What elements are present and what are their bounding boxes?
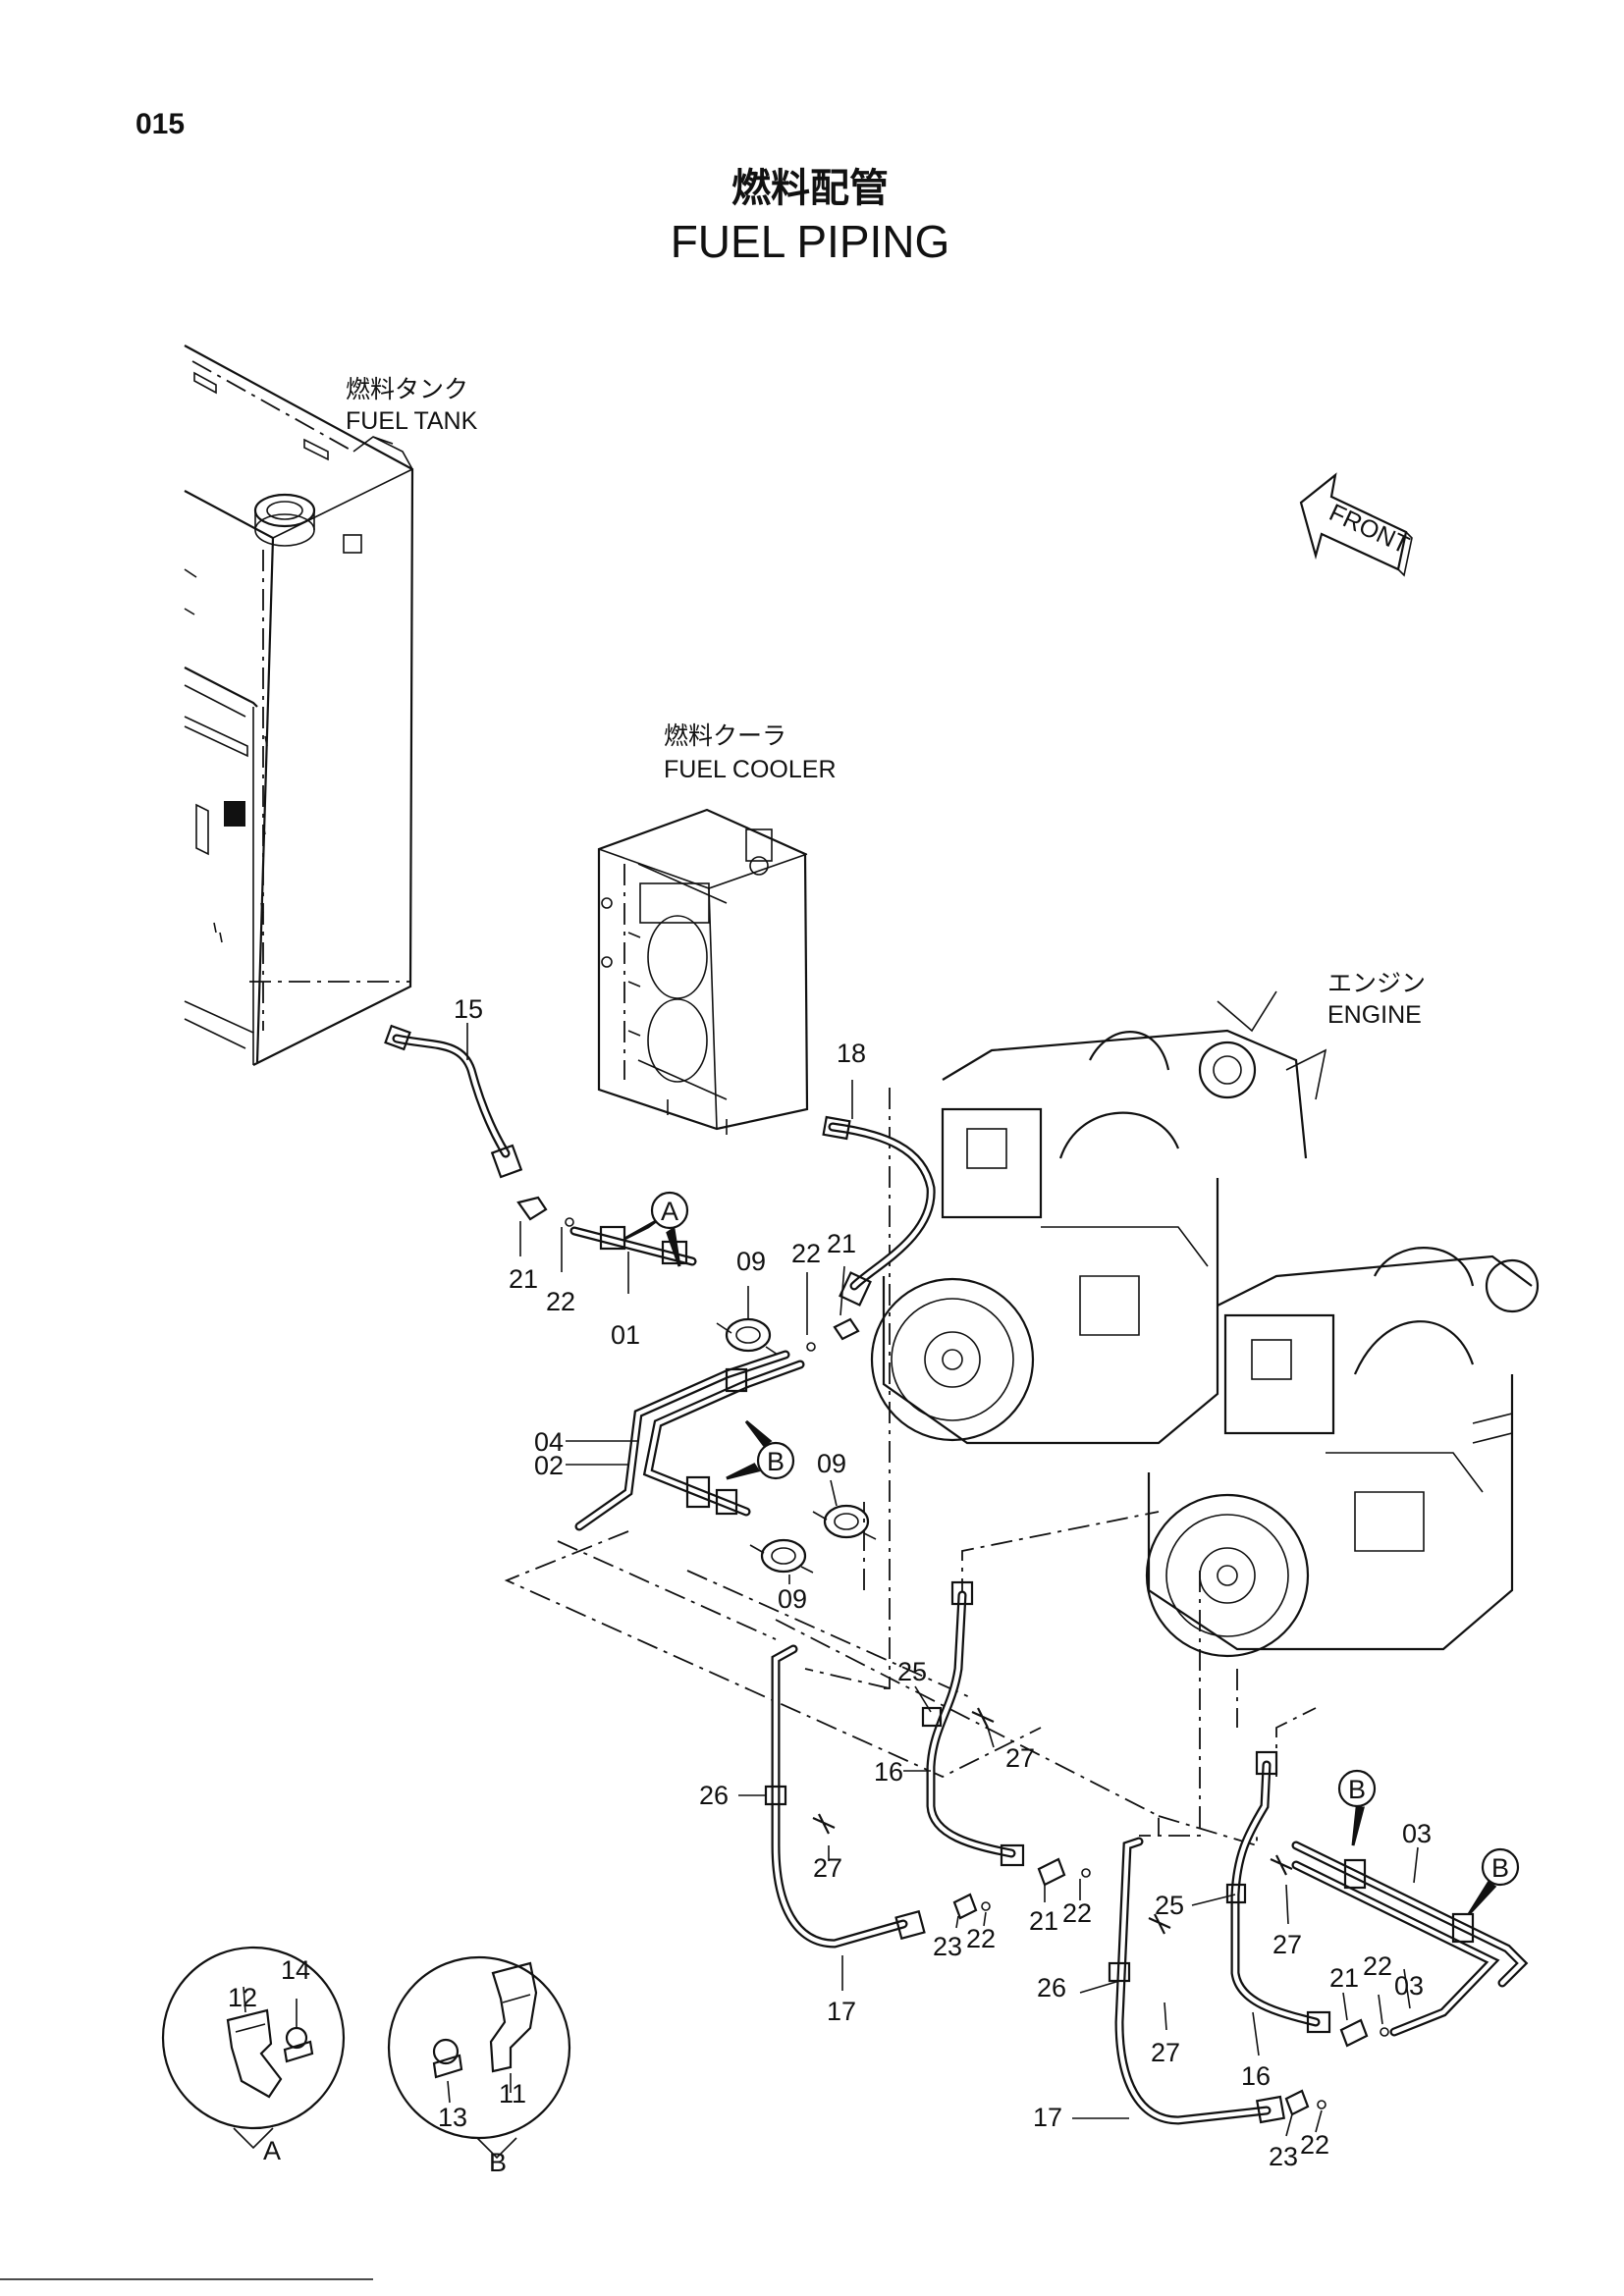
marker-b-right-2: B: [1467, 1847, 1520, 1916]
callout-26: 26: [1037, 1973, 1066, 2002]
callout-23: 23: [933, 1932, 962, 1961]
callout-27: 27: [1005, 1743, 1035, 1773]
clamps-09: [716, 1317, 877, 1574]
callout-22: 22: [791, 1239, 821, 1268]
fuel-tank-label-english: FUEL TANK: [346, 407, 478, 435]
callout-09: 09: [778, 1584, 807, 1614]
pipe-assembly-02-04: [574, 1350, 805, 1531]
detail-view-a: [161, 1946, 346, 2150]
fuel-tank-drawing: [184, 345, 414, 1066]
engine-label-japanese: エンジン: [1327, 970, 1426, 997]
fuel-cooler-drawing: [597, 808, 809, 1135]
callout-16: 16: [874, 1757, 903, 1787]
detail-a-label: A: [263, 2136, 281, 2165]
callout-25: 25: [897, 1657, 927, 1686]
callout-21: 21: [827, 1229, 856, 1258]
callout-22: 22: [966, 1924, 996, 1953]
callout-03: 03: [1394, 1971, 1424, 2001]
fuel-tank-label-japanese: 燃料タンク: [346, 376, 468, 403]
callout-23: 23: [1269, 2142, 1298, 2171]
title-japanese: 燃料配管: [731, 166, 889, 211]
leader-lines: [466, 1023, 1419, 2137]
svg-text:B: B: [1491, 1853, 1509, 1883]
callouts: 15 18 21 22 01 09 22 21 04 02 09 09 25 2…: [454, 994, 1432, 2171]
callout-01: 01: [611, 1320, 640, 1350]
callout-09: 09: [817, 1449, 846, 1478]
detail-b-callout-13: 13: [438, 2103, 467, 2132]
callout-09: 09: [736, 1247, 766, 1276]
marker-b-right-1: B: [1337, 1769, 1377, 1846]
callout-04: 04: [534, 1427, 564, 1457]
callout-26: 26: [699, 1781, 729, 1810]
callout-17: 17: [827, 1997, 856, 2026]
pipe-15: [384, 1024, 523, 1179]
callout-27: 27: [1272, 1930, 1302, 1959]
engine-label-english: ENGINE: [1327, 1001, 1422, 1029]
fuel-cooler-label-english: FUEL COOLER: [664, 756, 837, 783]
svg-text:A: A: [661, 1197, 678, 1226]
front-arrow-icon: [1299, 472, 1413, 577]
pipe-18: [822, 1115, 936, 1307]
detail-b-label: B: [489, 2148, 507, 2177]
callout-25: 25: [1155, 1891, 1184, 1920]
callout-27: 27: [813, 1853, 842, 1883]
svg-text:B: B: [767, 1447, 785, 1476]
engine-drawing-rear: [870, 990, 1327, 1445]
detail-a-callout-12: 12: [228, 1983, 257, 2012]
callout-22: 22: [1300, 2130, 1329, 2160]
callout-18: 18: [837, 1039, 866, 1068]
callout-03: 03: [1402, 1819, 1432, 1848]
detail-b-callout-11: 11: [499, 2079, 526, 2109]
callout-16: 16: [1241, 2061, 1271, 2091]
callout-21: 21: [1029, 1906, 1058, 1936]
callout-02: 02: [534, 1451, 564, 1480]
callout-22: 22: [1062, 1898, 1092, 1928]
callout-27: 27: [1151, 2038, 1180, 2067]
fuel-cooler-label-japanese: 燃料クーラ: [664, 722, 786, 750]
fittings: [516, 1196, 1389, 2116]
pipe-assembly-03: [1291, 1841, 1529, 2037]
pipe-16-left: [921, 1580, 1025, 1867]
callout-21: 21: [1329, 1963, 1359, 1993]
svg-text:B: B: [1348, 1775, 1366, 1804]
callout-22: 22: [546, 1287, 575, 1316]
detail-a-callout-14: 14: [281, 1955, 310, 1985]
callout-17: 17: [1033, 2103, 1062, 2132]
title-english: FUEL PIPING: [671, 216, 950, 267]
detail-view-b: [387, 1955, 571, 2160]
pipe-17-left: [764, 1644, 926, 1949]
front-arrow-label: FRONT: [1325, 499, 1413, 560]
marker-b-mid: B: [726, 1419, 795, 1480]
callout-21: 21: [509, 1264, 538, 1294]
page-number: 015: [135, 108, 185, 140]
marker-a-top: A: [623, 1191, 689, 1267]
callout-22: 22: [1363, 1951, 1392, 1981]
callout-15: 15: [454, 994, 483, 1024]
pipe-16-right: [1225, 1750, 1331, 2034]
engine-drawing-front: [1145, 1247, 1540, 1658]
